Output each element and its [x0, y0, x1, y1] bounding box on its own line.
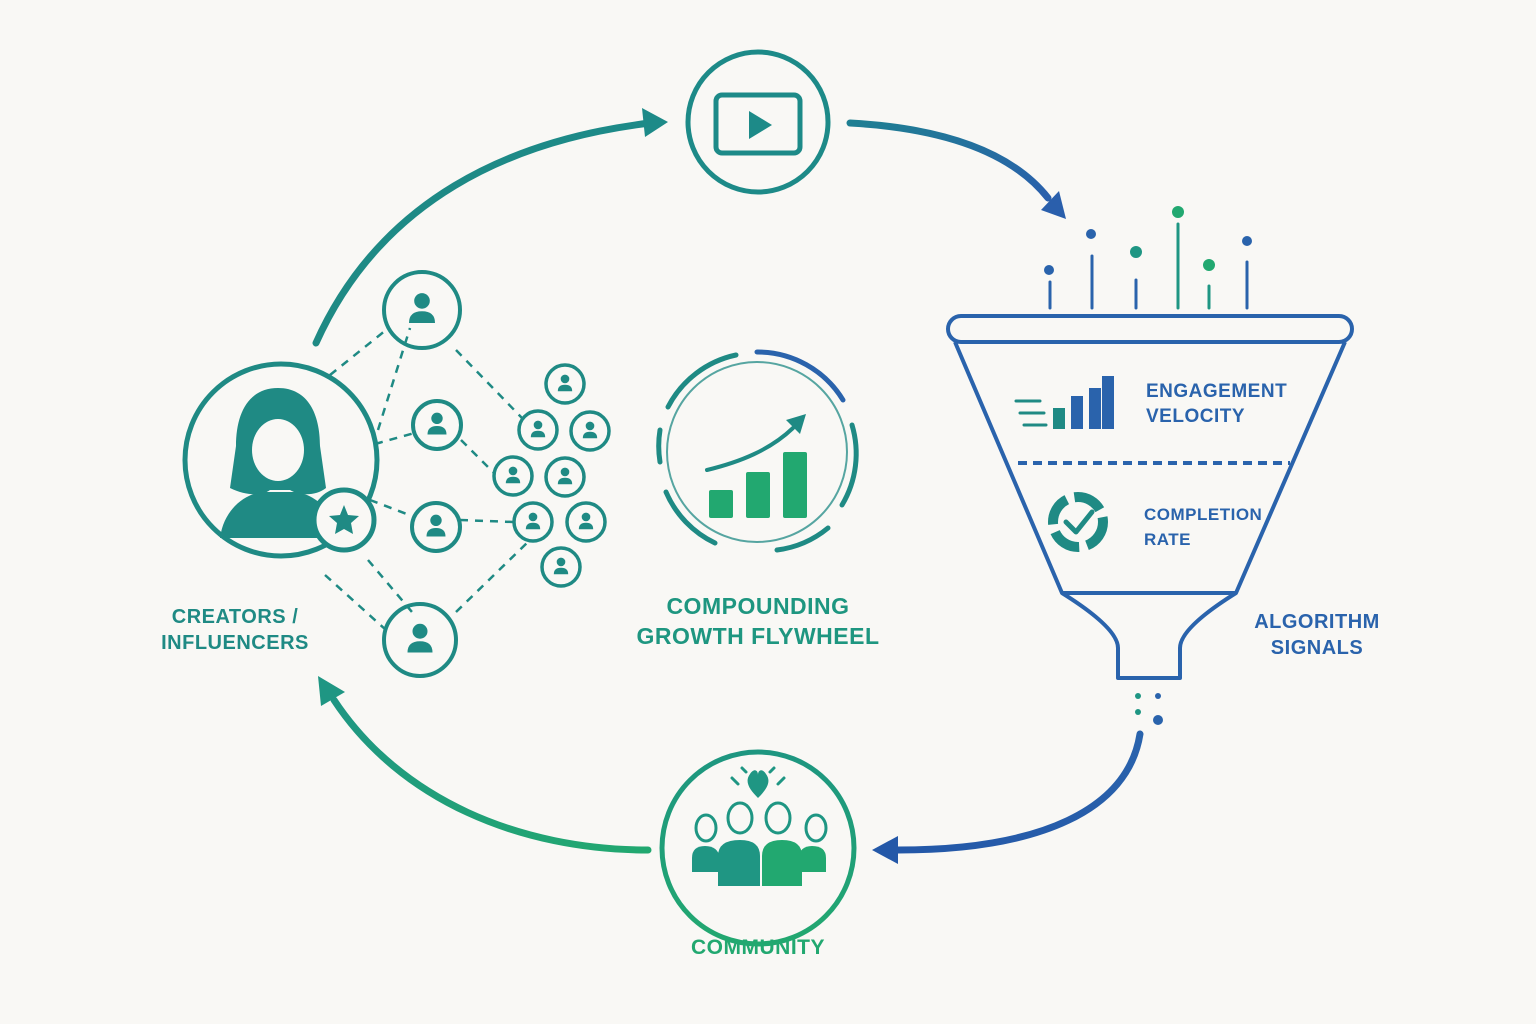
completion-rate-label: COMPLETION RATE: [1144, 503, 1294, 552]
bar-chart-icon: [1014, 376, 1114, 429]
arrow-content-to-funnel: [846, 119, 1066, 219]
funnel-icon: [946, 314, 1354, 680]
follower-icon: [565, 501, 607, 543]
follower-icon: [492, 455, 534, 497]
follower-icon: [540, 546, 582, 588]
algorithm-signals-label: ALGORITHM SIGNALS: [1232, 609, 1402, 661]
flywheel-title: COMPOUNDING GROWTH FLYWHEEL: [610, 592, 906, 652]
follower-icon: [544, 363, 586, 405]
signal-dots: [1044, 206, 1252, 275]
completion-line2: RATE: [1144, 529, 1192, 549]
arrow-creators-to-content: [312, 108, 668, 347]
creators-label-line2: INFLUENCERS: [161, 632, 309, 654]
algorithm-line1: ALGORITHM: [1254, 611, 1380, 633]
star-icon: [311, 487, 377, 553]
engagement-velocity-label: ENGAGEMENT VELOCITY: [1146, 380, 1316, 429]
follower-icon: [569, 410, 611, 452]
engagement-line2: VELOCITY: [1146, 405, 1246, 427]
flywheel-title-line2: GROWTH FLYWHEEL: [636, 622, 880, 649]
community-heart-icon: [659, 749, 857, 947]
engagement-line1: ENGAGEMENT: [1146, 381, 1288, 402]
creators-label: CREATORS / INFLUENCERS: [140, 604, 330, 656]
follower-icon: [512, 501, 554, 543]
community-label-text: COMMUNITY: [691, 936, 825, 959]
follower-icon: [411, 399, 463, 451]
flywheel-title-line1: COMPOUNDING: [666, 593, 850, 619]
video-play-icon: [685, 49, 831, 195]
signal-inputs: [1048, 222, 1249, 310]
output-dots: [1135, 693, 1163, 725]
creator-avatar-icon: [182, 361, 380, 559]
growth-chart-icon: [656, 349, 859, 553]
community-label: COMMUNITY: [660, 934, 856, 961]
follower-icon: [544, 456, 586, 498]
check-circle-icon: [1048, 492, 1108, 552]
follower-icon: [382, 270, 462, 350]
arrow-funnel-to-community: [872, 730, 1144, 864]
creators-label-line1: CREATORS /: [171, 606, 299, 628]
audience-network: [324, 327, 531, 631]
algorithm-line2: SIGNALS: [1270, 637, 1364, 659]
arrow-community-to-creators: [318, 676, 652, 854]
completion-line1: COMPLETION: [1144, 505, 1263, 524]
audience-cluster: [492, 363, 611, 588]
follower-icon: [410, 501, 462, 553]
follower-icon: [382, 602, 458, 678]
follower-icon: [517, 409, 559, 451]
